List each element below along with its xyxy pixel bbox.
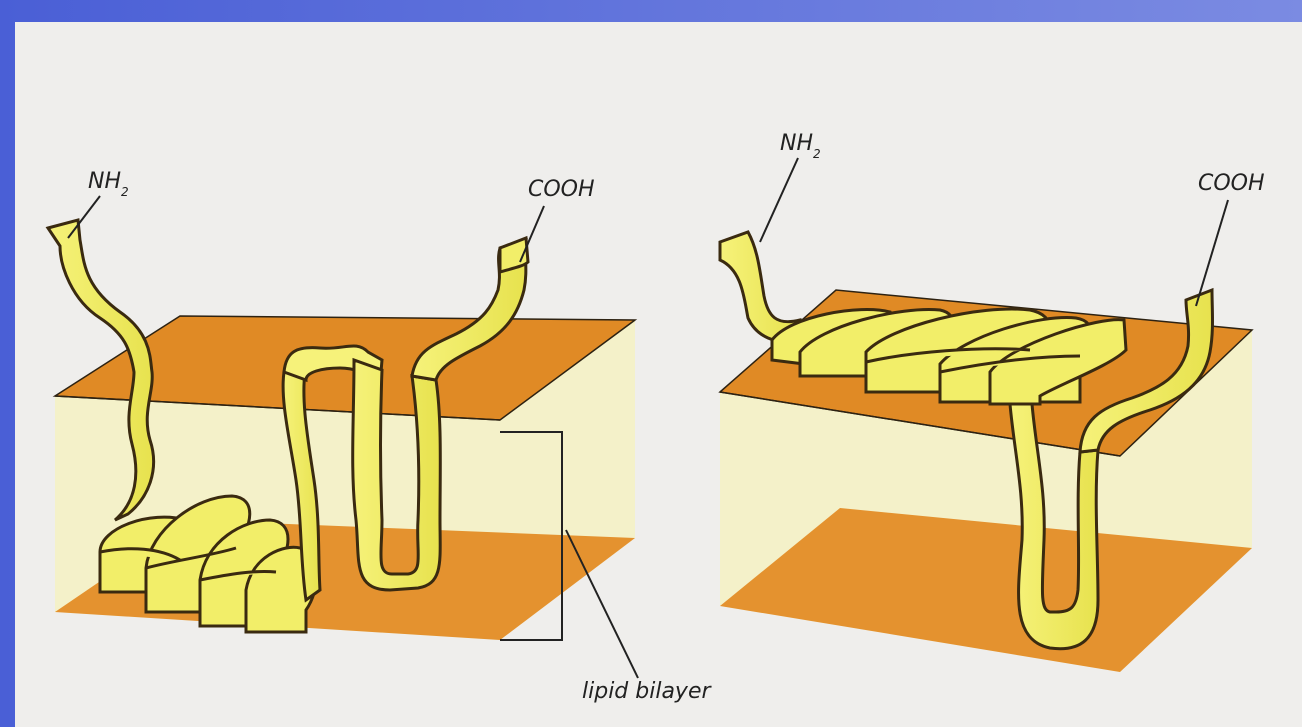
right-cooh-label: COOH xyxy=(1198,171,1265,196)
lipid-bilayer-label: lipid bilayer xyxy=(582,679,712,704)
left-nh2-label: NH2 xyxy=(88,169,129,199)
left-cooh-label: COOH xyxy=(528,177,595,202)
right-protein-tail xyxy=(720,232,800,342)
right-leader-lines xyxy=(760,158,1228,306)
right-nh2-label: NH2 xyxy=(780,131,821,161)
